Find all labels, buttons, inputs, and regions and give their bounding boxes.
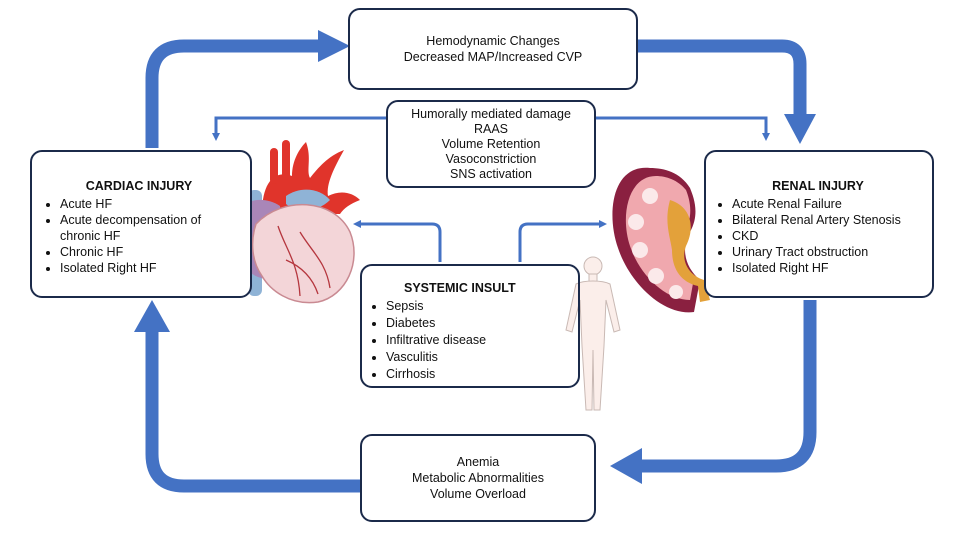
hemodynamic-line-1: Hemodynamic Changes [426, 34, 560, 48]
cardiac-injury-title: CARDIAC INJURY [85, 179, 193, 193]
humoral-damage-box: Humorally mediated damage RAAS Volume Re… [386, 100, 596, 188]
systemic-insult-list: Sepsis Diabetes Infiltrative disease Vas… [364, 298, 570, 383]
cardiac-injury-box: CARDIAC INJURY Acute HF Acute decompensa… [30, 150, 252, 298]
bottom-line-2: Metabolic Abnormalities [411, 471, 544, 485]
list-item: Diabetes [386, 315, 570, 332]
arrow-cardiac-to-hemodynamic [145, 30, 350, 148]
arrow-humoral-to-renal [586, 112, 770, 141]
arrow-systemic-to-renal [518, 220, 607, 262]
humoral-line-1: Humorally mediated damage [411, 106, 571, 121]
bottom-line-1: Anemia [456, 455, 500, 469]
cardiac-injury-list: Acute HF Acute decompensation of chronic… [38, 196, 210, 276]
humoral-line-2: RAAS [473, 121, 509, 136]
list-item: CKD [732, 228, 926, 244]
list-item: Chronic HF [60, 244, 210, 260]
renal-injury-list: Acute Renal Failure Bilateral Renal Arte… [710, 196, 926, 276]
list-item: Isolated Right HF [732, 260, 926, 276]
humoral-line-4: Vasoconstriction [445, 151, 537, 166]
humoral-line-3: Volume Retention [441, 136, 541, 151]
list-item: Acute decompensation of chronic HF [60, 212, 210, 244]
list-item: Bilateral Renal Artery Stenosis [732, 212, 926, 228]
bottom-line-3: Volume Overload [430, 487, 526, 501]
systemic-insult-title: SYSTEMIC INSULT [404, 281, 516, 295]
hemodynamic-changes-box: Hemodynamic Changes Decreased MAP/Increa… [348, 8, 638, 90]
kidney-illustration [612, 167, 710, 313]
renal-injury-title: RENAL INJURY [772, 179, 864, 193]
humoral-line-5: SNS activation [450, 166, 532, 181]
hemodynamic-line-2: Decreased MAP/Increased CVP [403, 50, 583, 64]
renal-injury-box: RENAL INJURY Acute Renal Failure Bilater… [704, 150, 934, 298]
list-item: Isolated Right HF [60, 260, 210, 276]
list-item: Infiltrative disease [386, 332, 570, 349]
arrow-humoral-to-cardiac [212, 112, 398, 141]
heart-illustration [236, 140, 360, 304]
arrow-systemic-to-cardiac [353, 220, 442, 262]
arrow-renal-to-bottom [610, 300, 817, 484]
list-item: Cirrhosis [386, 366, 570, 383]
list-item: Sepsis [386, 298, 570, 315]
arrow-hemodynamic-to-renal [636, 39, 816, 144]
list-item: Vasculitis [386, 349, 570, 366]
list-item: Urinary Tract obstruction [732, 244, 926, 260]
systemic-insult-box: SYSTEMIC INSULT Sepsis Diabetes Infiltra… [360, 264, 580, 388]
arrow-bottom-to-cardiac [134, 300, 360, 493]
human-body-illustration [565, 256, 621, 411]
anemia-metabolic-box: Anemia Metabolic Abnormalities Volume Ov… [360, 434, 596, 522]
list-item: Acute HF [60, 196, 210, 212]
list-item: Acute Renal Failure [732, 196, 926, 212]
